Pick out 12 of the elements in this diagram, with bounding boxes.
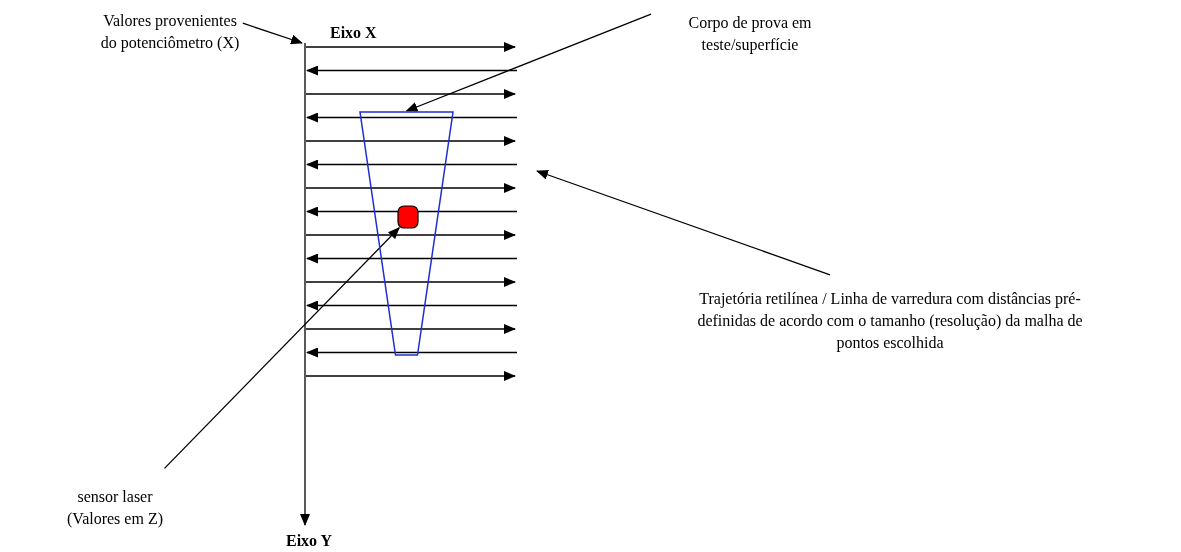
leader-arrow [163,227,400,470]
axis-label: Eixo Y [286,531,333,551]
specimen-trapezoid [359,111,454,356]
annotation-text: Valores provenientes do potenciômetro (X) [100,10,240,54]
laser-sensor-icon [397,205,419,229]
annotation-text: Corpo de prova em teste/superfície [660,12,840,56]
annotation-text: sensor laser (Valores em Z) [60,486,170,530]
annotation-text: Trajetória retilínea / Linha de varredura com distâncias pré-definidas de acordo com o tamanho (resolução) da malha de pontos escolhida [690,288,1090,354]
leader-arrow [536,169,831,276]
axis-label: Eixo X [330,23,377,43]
leader-arrow [405,13,652,112]
leader-arrow [242,22,303,45]
